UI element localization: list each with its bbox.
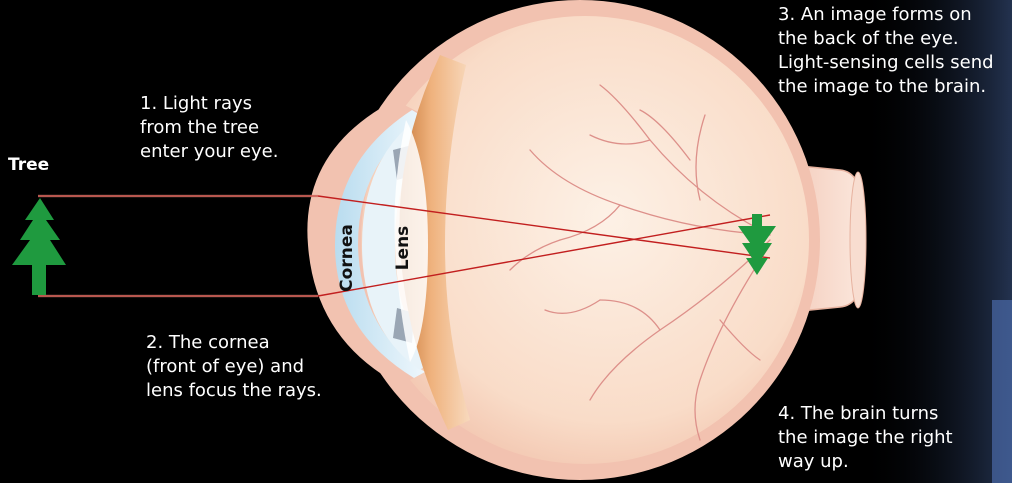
step-4-caption: 4. The brain turns the image the right w… [778,402,953,474]
cornea-label: Cornea [337,224,357,292]
optic-nerve-end [850,172,866,308]
blue-panel-edge [992,300,1012,483]
step-1-caption: 1. Light rays from the tree enter your e… [140,92,278,164]
tree-icon [12,198,66,295]
tree-label: Tree [8,155,49,175]
lens-label: Lens [393,226,413,271]
step-2-caption: 2. The cornea (front of eye) and lens fo… [146,331,322,403]
step-3-caption: 3. An image forms on the back of the eye… [778,3,994,99]
